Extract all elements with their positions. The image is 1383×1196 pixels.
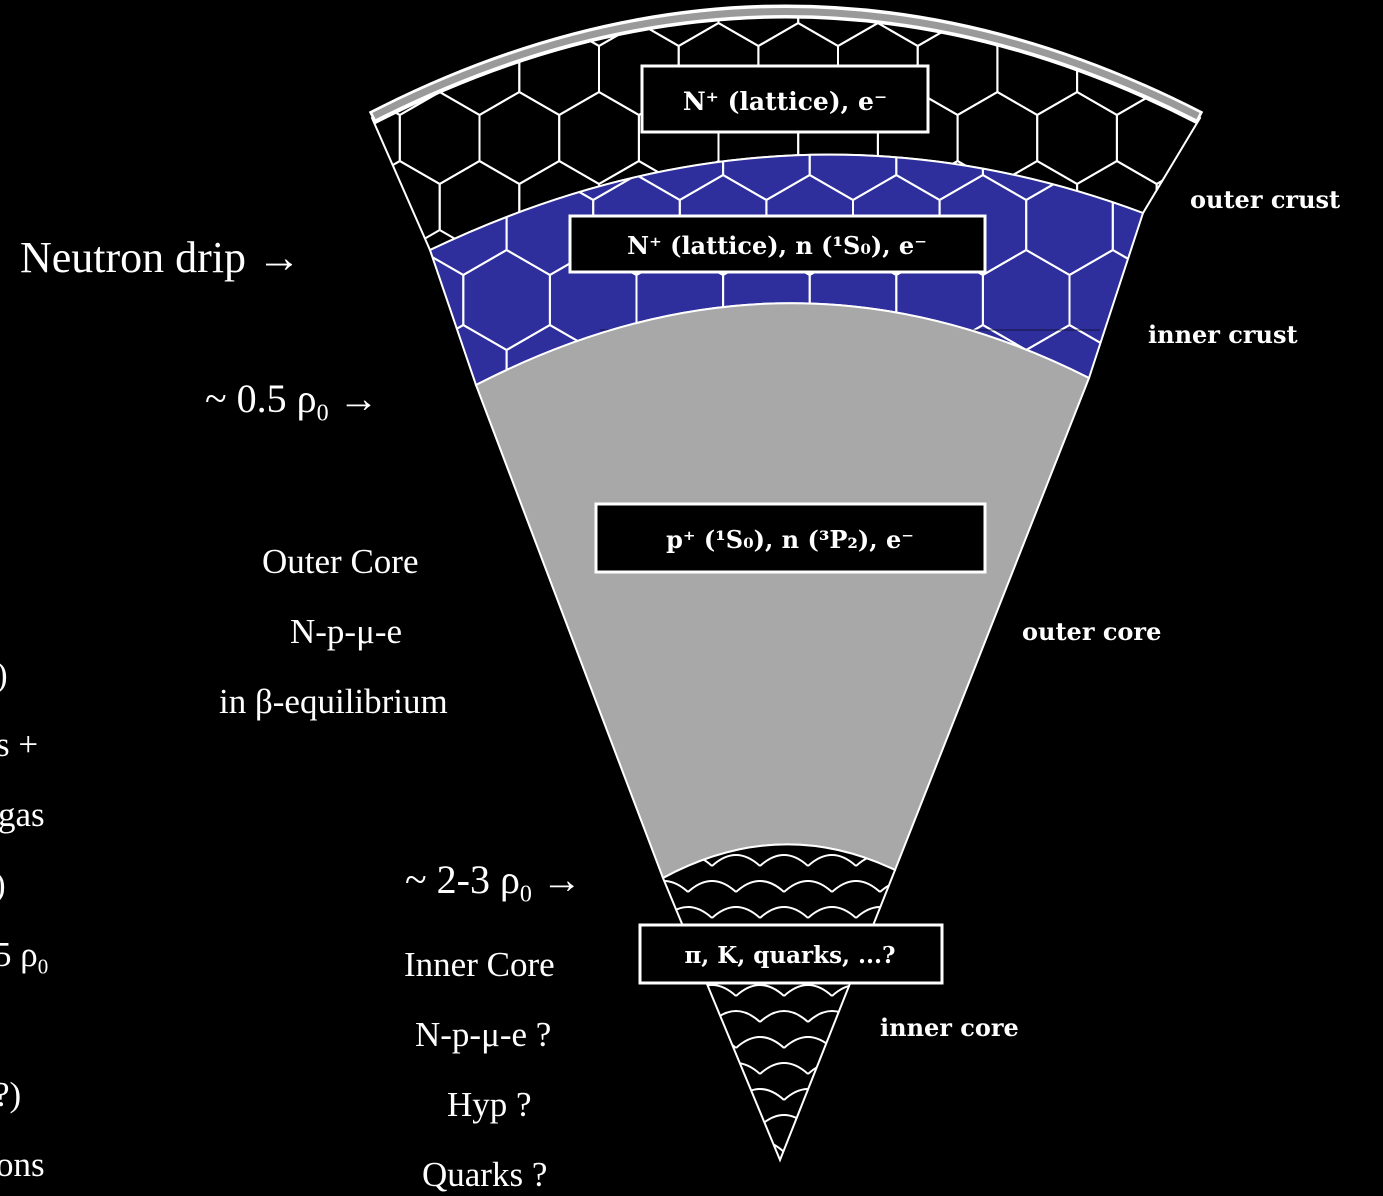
left-partial-4: )	[0, 865, 6, 905]
core-scale	[735, 984, 785, 997]
label-outer-crust: outer crust	[1190, 185, 1340, 214]
core-scale	[663, 1114, 713, 1127]
two-three-rho-prefix: ~ 2-3 ρ	[405, 857, 520, 902]
core-scale	[831, 1036, 881, 1049]
core-scale	[831, 1140, 881, 1153]
core-scale	[855, 906, 895, 919]
core-scale	[879, 984, 895, 997]
core-scale	[831, 880, 881, 893]
lattice-cell	[478, 11, 561, 48]
core-scale	[783, 984, 833, 997]
half-rho-label: ~ 0.5 ρ0 →	[205, 375, 379, 427]
inner-core-particles: N-p-μ-e ?	[415, 1015, 552, 1054]
core-scale	[687, 880, 737, 893]
half-rho-prefix: ~ 0.5 ρ	[205, 376, 317, 421]
box-outer-core-text: p⁺ (¹S₀), n (³P₂), e⁻	[666, 525, 914, 554]
core-scale	[687, 1088, 737, 1101]
outer-core-particles: N-p-μ-e	[290, 612, 403, 651]
label-outer-core: outer core	[1022, 617, 1161, 646]
half-rho-suffix: →	[328, 376, 379, 421]
core-scale	[663, 1036, 689, 1049]
box-outer-core: p⁺ (¹S₀), n (³P₂), e⁻	[594, 502, 987, 574]
core-scale	[735, 1036, 785, 1049]
core-scale	[759, 854, 809, 867]
core-scale	[663, 1010, 713, 1023]
two-three-rho-label: ~ 2-3 ρ0 →	[405, 856, 582, 908]
core-scale	[759, 1010, 809, 1023]
core-scale	[807, 906, 857, 919]
core-scale	[711, 1114, 761, 1127]
label-inner-core: inner core	[880, 1013, 1019, 1042]
box-outer-crust-text: N⁺ (lattice), e⁻	[683, 87, 887, 116]
lattice-cell	[505, 323, 595, 385]
core-scale	[831, 1088, 881, 1101]
core-scale	[735, 880, 785, 893]
core-scale	[879, 880, 895, 893]
left-partial-7: ons	[0, 1145, 45, 1184]
core-scale	[855, 1062, 895, 1075]
core-scale	[663, 984, 689, 997]
core-scale	[711, 906, 761, 919]
box-inner-core: π, K, quarks, ...?	[638, 923, 944, 985]
core-scale	[879, 1088, 895, 1101]
core-scale	[759, 906, 809, 919]
core-scale	[904, 855, 952, 866]
core-scale	[807, 854, 857, 867]
core-scale	[663, 1140, 689, 1153]
left-partial-5-text: 5 ρ	[0, 935, 38, 974]
lattice-cell	[1036, 11, 1118, 48]
core-scale	[904, 1115, 952, 1126]
core-scale	[904, 1063, 952, 1074]
left-partial-1: )	[0, 655, 8, 695]
lattice-cell	[398, 11, 481, 48]
core-scale	[807, 1114, 857, 1127]
core-scale	[759, 1062, 809, 1075]
lattice-cell	[1025, 323, 1114, 385]
outer-core-equilibrium: in β-equilibrium	[219, 682, 448, 721]
lattice-cell	[938, 323, 1028, 385]
lattice-cell	[1115, 11, 1198, 48]
inner-core-hyperons: Hyp ?	[447, 1085, 532, 1124]
box-outer-crust: N⁺ (lattice), e⁻	[640, 64, 930, 134]
core-scale	[663, 1062, 713, 1075]
label-inner-crust: inner crust	[1148, 320, 1298, 349]
core-scale	[855, 1114, 895, 1127]
core-scale	[783, 1140, 833, 1153]
core-scale	[879, 1140, 895, 1153]
inner-core-title: Inner Core	[404, 945, 555, 984]
left-partial-2: s +	[0, 725, 39, 764]
core-scale	[687, 1140, 737, 1153]
two-three-rho-subscript: 0	[519, 881, 532, 908]
lattice-cell	[430, 323, 508, 385]
core-scale	[904, 907, 952, 918]
left-partial-5: 5 ρ0	[0, 935, 48, 979]
outer-core-title: Outer Core	[262, 542, 419, 581]
inner-core-quarks: Quarks ?	[422, 1155, 548, 1194]
box-inner-crust: N⁺ (lattice), n (¹S₀), e⁻	[568, 214, 987, 274]
left-partial-6: ?)	[0, 1075, 22, 1114]
lattice-cell	[372, 11, 401, 48]
outer-core-region	[474, 302, 1091, 880]
half-rho-subscript: 0	[316, 400, 329, 427]
neutron-drip-label: Neutron drip →	[20, 233, 302, 282]
core-scale	[783, 880, 833, 893]
core-scale	[663, 1088, 689, 1101]
core-scale	[711, 854, 761, 867]
box-inner-crust-text: N⁺ (lattice), n (¹S₀), e⁻	[627, 231, 927, 260]
left-partial-3: gas	[0, 795, 45, 834]
two-three-rho-suffix: →	[531, 857, 582, 902]
box-inner-core-text: π, K, quarks, ...?	[684, 942, 895, 969]
left-partial-5-subscript: 0	[37, 954, 49, 979]
inner-core-region	[661, 843, 952, 1163]
